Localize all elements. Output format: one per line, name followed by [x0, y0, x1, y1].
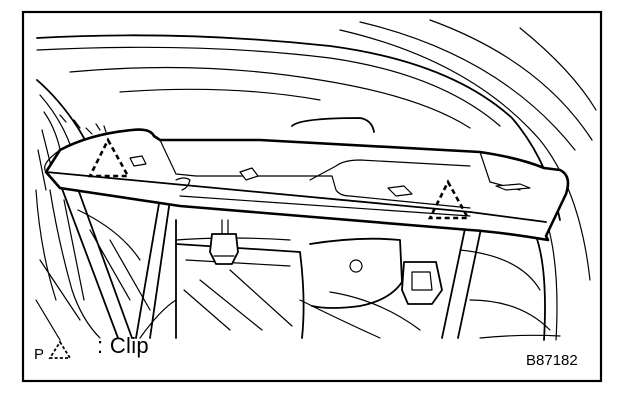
corner-mark: P [34, 346, 45, 363]
figure-code: B87182 [526, 352, 578, 369]
package-tray-trim [44, 128, 570, 242]
clip-legend: : Clip [97, 333, 149, 359]
legend-label: Clip [109, 333, 149, 358]
dashed-triangle-clip-symbol [48, 340, 72, 359]
clip-marker-left [87, 137, 131, 178]
clip-marker-right [427, 179, 471, 220]
legend-separator: : [97, 333, 104, 358]
